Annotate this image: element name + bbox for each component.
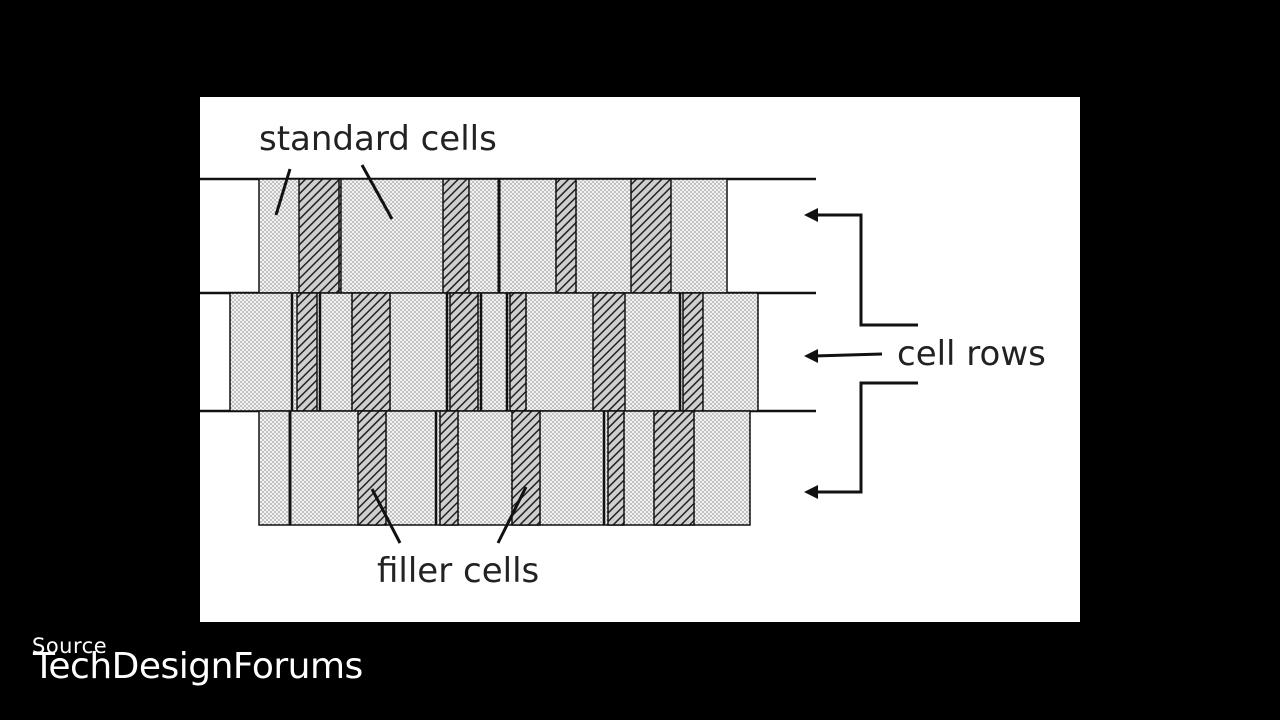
cell-row-1 (258, 178, 728, 294)
arrow-head-icon (804, 485, 818, 499)
filler-cell (607, 410, 625, 526)
filler-cell (682, 292, 704, 412)
source-name: TechDesignForums (33, 646, 363, 687)
filler-cell (555, 178, 577, 294)
arrow-heads (804, 208, 818, 499)
filler-cell (351, 292, 391, 412)
filler-cell (653, 410, 695, 526)
arrow-head-icon (804, 208, 818, 222)
label-pointers (274, 164, 528, 544)
filler-cell (630, 178, 672, 294)
standard-cells-label: standard cells (259, 119, 497, 159)
diagram-panel: standard cells cell rows filler cells (200, 97, 1080, 622)
cell-row-3 (258, 410, 751, 526)
filler-cells-label: filler cells (377, 551, 539, 591)
cell-rows-label: cell rows (897, 334, 1046, 374)
cell-rows-diagram: standard cells cell rows filler cells (200, 119, 1046, 591)
filler-cell (298, 178, 342, 294)
row-arrows (813, 213, 918, 494)
filler-cell (439, 410, 459, 526)
filler-cell (442, 178, 470, 294)
source-caption: Source (32, 634, 108, 658)
filler-cell (592, 292, 626, 412)
filler-cell (509, 292, 527, 412)
arrow-head-icon (804, 349, 818, 363)
cell-row-2 (229, 292, 759, 412)
filler-cell (296, 292, 318, 412)
filler-cell (449, 292, 479, 412)
